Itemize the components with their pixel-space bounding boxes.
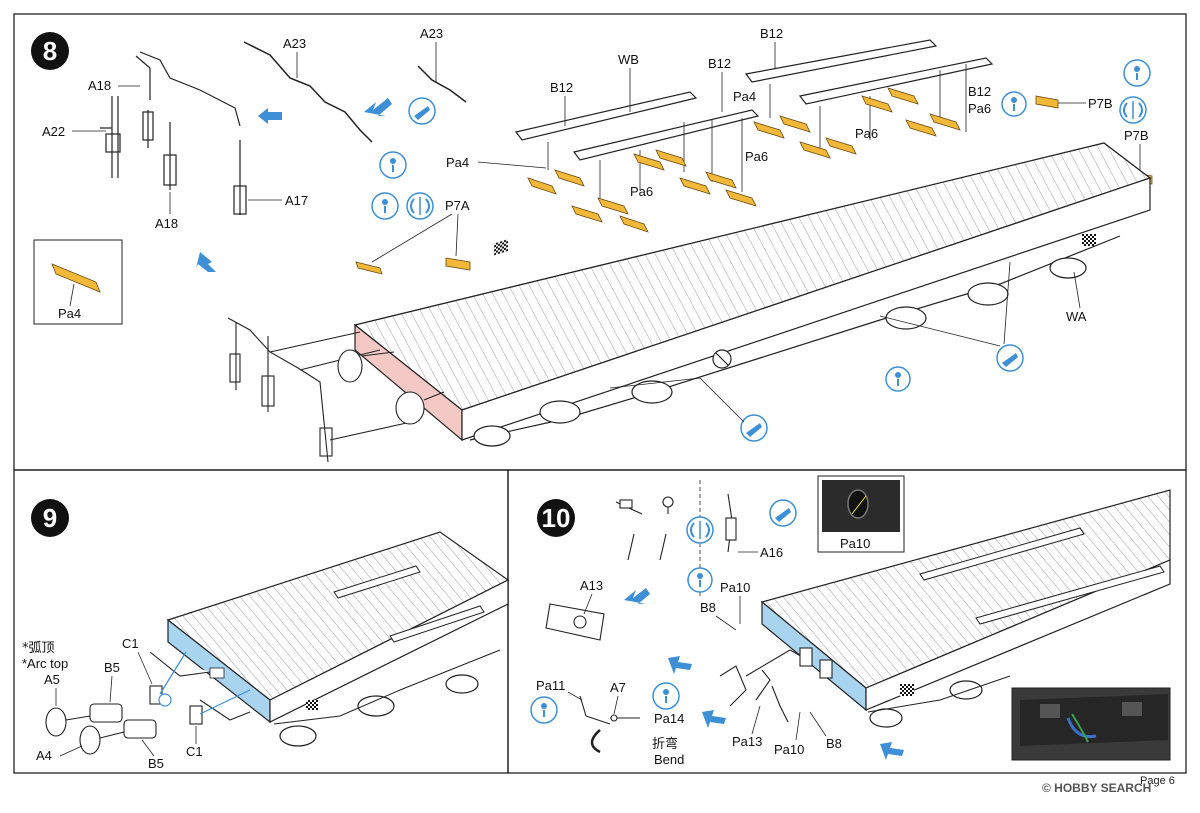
label-wb: WB xyxy=(618,52,639,67)
cement-icon xyxy=(371,192,399,220)
label-a4: A4 xyxy=(36,748,52,763)
label-c1-bottom: C1 xyxy=(186,744,203,759)
label-pa10-bottom: Pa10 xyxy=(774,742,804,757)
bend-icon xyxy=(406,192,434,220)
wagon-end-step9 xyxy=(166,531,510,747)
bend-parts xyxy=(579,695,640,754)
step10: 10 A16 Pa10 xyxy=(530,475,1171,767)
step8: 8 A18 A22 A18 A17 A23 A23 xyxy=(31,26,1153,463)
label-pa4-left: Pa4 xyxy=(446,155,469,170)
label-pa6-center: Pa6 xyxy=(745,149,768,164)
wagon-end-step10 xyxy=(760,489,1171,728)
cement-icon xyxy=(530,696,558,724)
label-b12-mid: B12 xyxy=(708,56,731,71)
direction-arrow xyxy=(702,710,726,728)
label-pa10-top: Pa10 xyxy=(720,580,750,595)
step9: 9 *弧顶 *Ar xyxy=(22,499,510,771)
pin-lines xyxy=(547,64,967,200)
part-a23-left xyxy=(243,41,373,143)
step10-panel xyxy=(507,469,1187,774)
end-railing-assembly xyxy=(227,317,445,463)
label-p7b-top: P7B xyxy=(1088,96,1113,111)
buffer-parts-step9 xyxy=(45,651,251,755)
label-b12-top: B12 xyxy=(760,26,783,41)
glue-icon xyxy=(740,414,768,442)
coupling-assembly xyxy=(719,647,833,723)
step9-badge xyxy=(31,499,69,537)
label-pa10-inset: Pa10 xyxy=(840,536,870,551)
label-a16: A16 xyxy=(760,545,783,560)
label-pa11: Pa11 xyxy=(536,678,565,693)
label-b12-left: B12 xyxy=(550,80,573,95)
bend-icon xyxy=(1119,96,1147,124)
glue-icon xyxy=(408,97,436,125)
direction-arrow xyxy=(880,742,904,760)
label-arc-top-cn: *弧顶 xyxy=(22,641,55,656)
watermark: © HOBBY SEARCH xyxy=(1042,781,1151,795)
coupler-parts xyxy=(615,493,737,561)
label-a17: A17 xyxy=(285,193,308,208)
label-a7: A7 xyxy=(610,680,626,695)
label-a22: A22 xyxy=(42,124,65,139)
direction-arrow xyxy=(196,252,216,272)
step9-number: 9 xyxy=(43,503,57,533)
glue-icon xyxy=(652,682,680,710)
label-pa6-right: Pa6 xyxy=(968,101,991,116)
direction-arrow xyxy=(258,108,282,124)
label-a23-left: A23 xyxy=(283,36,306,51)
bend-icon xyxy=(686,516,714,544)
label-pa13: Pa13 xyxy=(732,734,762,749)
step8-number: 8 xyxy=(43,36,57,66)
label-a5: A5 xyxy=(44,672,60,687)
direction-arrow xyxy=(364,98,392,116)
label-a13: A13 xyxy=(580,578,603,593)
wagon-body xyxy=(353,142,1152,447)
label-pa14: Pa14 xyxy=(654,711,684,726)
part-a23-right xyxy=(417,65,467,103)
glue-icon xyxy=(769,499,797,527)
cement-icon xyxy=(379,151,407,179)
label-p7b-bottom: P7B xyxy=(1124,128,1149,143)
page-number: Page 6 xyxy=(1140,775,1175,787)
label-b8-top: B8 xyxy=(700,600,716,615)
cement-icon xyxy=(687,567,713,593)
label-b5-bottom: B5 xyxy=(148,756,164,771)
label-b12-right: B12 xyxy=(968,84,991,99)
step10-badge xyxy=(537,499,575,537)
glue-icon xyxy=(996,344,1024,372)
part-pa4-detail xyxy=(51,263,101,293)
label-bend-cn: 折弯 xyxy=(652,736,678,752)
direction-arrow xyxy=(624,588,650,604)
label-arc-top-en: *Arc top xyxy=(22,656,68,671)
railing-assembly xyxy=(100,51,247,215)
label-bend-en: Bend xyxy=(654,752,684,767)
cement-icon xyxy=(1123,59,1151,87)
label-wa: WA xyxy=(1066,309,1087,324)
step10-number: 10 xyxy=(542,503,571,533)
label-pa4-top: Pa4 xyxy=(733,89,756,104)
step8-badge xyxy=(31,32,69,70)
label-a18-top: A18 xyxy=(88,78,111,93)
label-a23-right: A23 xyxy=(420,26,443,41)
label-p7a: P7A xyxy=(445,198,470,213)
label-a18-bottom: A18 xyxy=(155,216,178,231)
label-c1-top: C1 xyxy=(122,636,139,651)
direction-arrow xyxy=(668,656,692,674)
label-pa6-left: Pa6 xyxy=(630,184,653,199)
label-b8-bottom: B8 xyxy=(826,736,842,751)
part-a13 xyxy=(545,603,605,641)
label-pa6-mid: Pa6 xyxy=(855,126,878,141)
coupling-photo-inset xyxy=(1011,687,1171,761)
cement-icon xyxy=(1001,91,1027,117)
label-b5-top: B5 xyxy=(104,660,120,675)
cement-icon xyxy=(885,366,911,392)
pa10-inset xyxy=(817,475,905,553)
glue-icon xyxy=(158,693,172,707)
label-pa4-inset: Pa4 xyxy=(58,306,81,321)
